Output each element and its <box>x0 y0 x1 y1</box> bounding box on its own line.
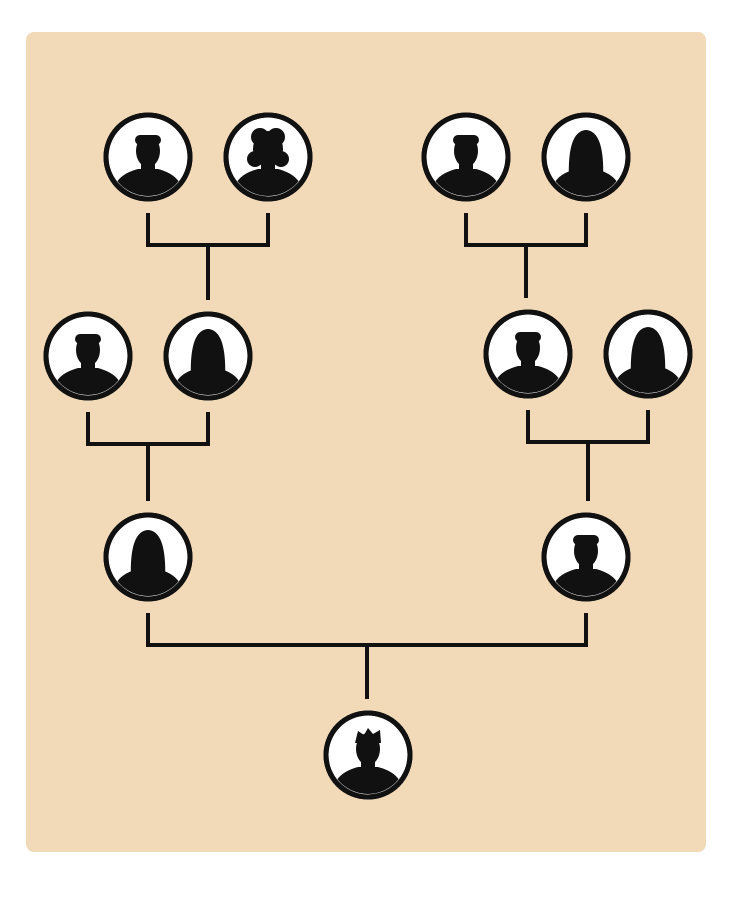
female-silhouette-icon <box>548 130 624 196</box>
person-avatar-pgm-paternal <box>223 112 313 202</box>
person-avatar-grandmother-right <box>603 309 693 399</box>
female-silhouette-icon <box>110 530 186 596</box>
union-connector-5 <box>146 613 588 699</box>
person-avatar-grandmother-left <box>163 311 253 401</box>
union-connector-3 <box>86 412 210 501</box>
female-silhouette-icon <box>230 128 306 196</box>
male-silhouette-icon <box>428 135 504 196</box>
male-silhouette-icon <box>490 332 566 393</box>
male-silhouette-icon <box>548 535 624 596</box>
female-silhouette-icon <box>170 329 246 395</box>
male-silhouette-icon <box>330 728 406 794</box>
connector-lines <box>86 213 650 699</box>
family-tree-panel <box>26 32 706 852</box>
male-silhouette-icon <box>110 135 186 196</box>
person-avatar-mother <box>103 512 193 602</box>
person-avatar-mgm-paternal <box>541 112 631 202</box>
person-avatar-child <box>323 710 413 800</box>
person-avatar-grandfather-right <box>483 309 573 399</box>
union-connector-1 <box>146 213 270 300</box>
union-connector-2 <box>464 213 588 298</box>
person-avatar-grandfather-left <box>43 311 133 401</box>
person-avatar-father <box>541 512 631 602</box>
avatar-nodes <box>43 112 693 800</box>
person-avatar-pgf-paternal <box>103 112 193 202</box>
person-avatar-mgf-paternal <box>421 112 511 202</box>
female-silhouette-icon <box>610 327 686 393</box>
union-connector-4 <box>526 410 650 501</box>
male-silhouette-icon <box>50 334 126 395</box>
